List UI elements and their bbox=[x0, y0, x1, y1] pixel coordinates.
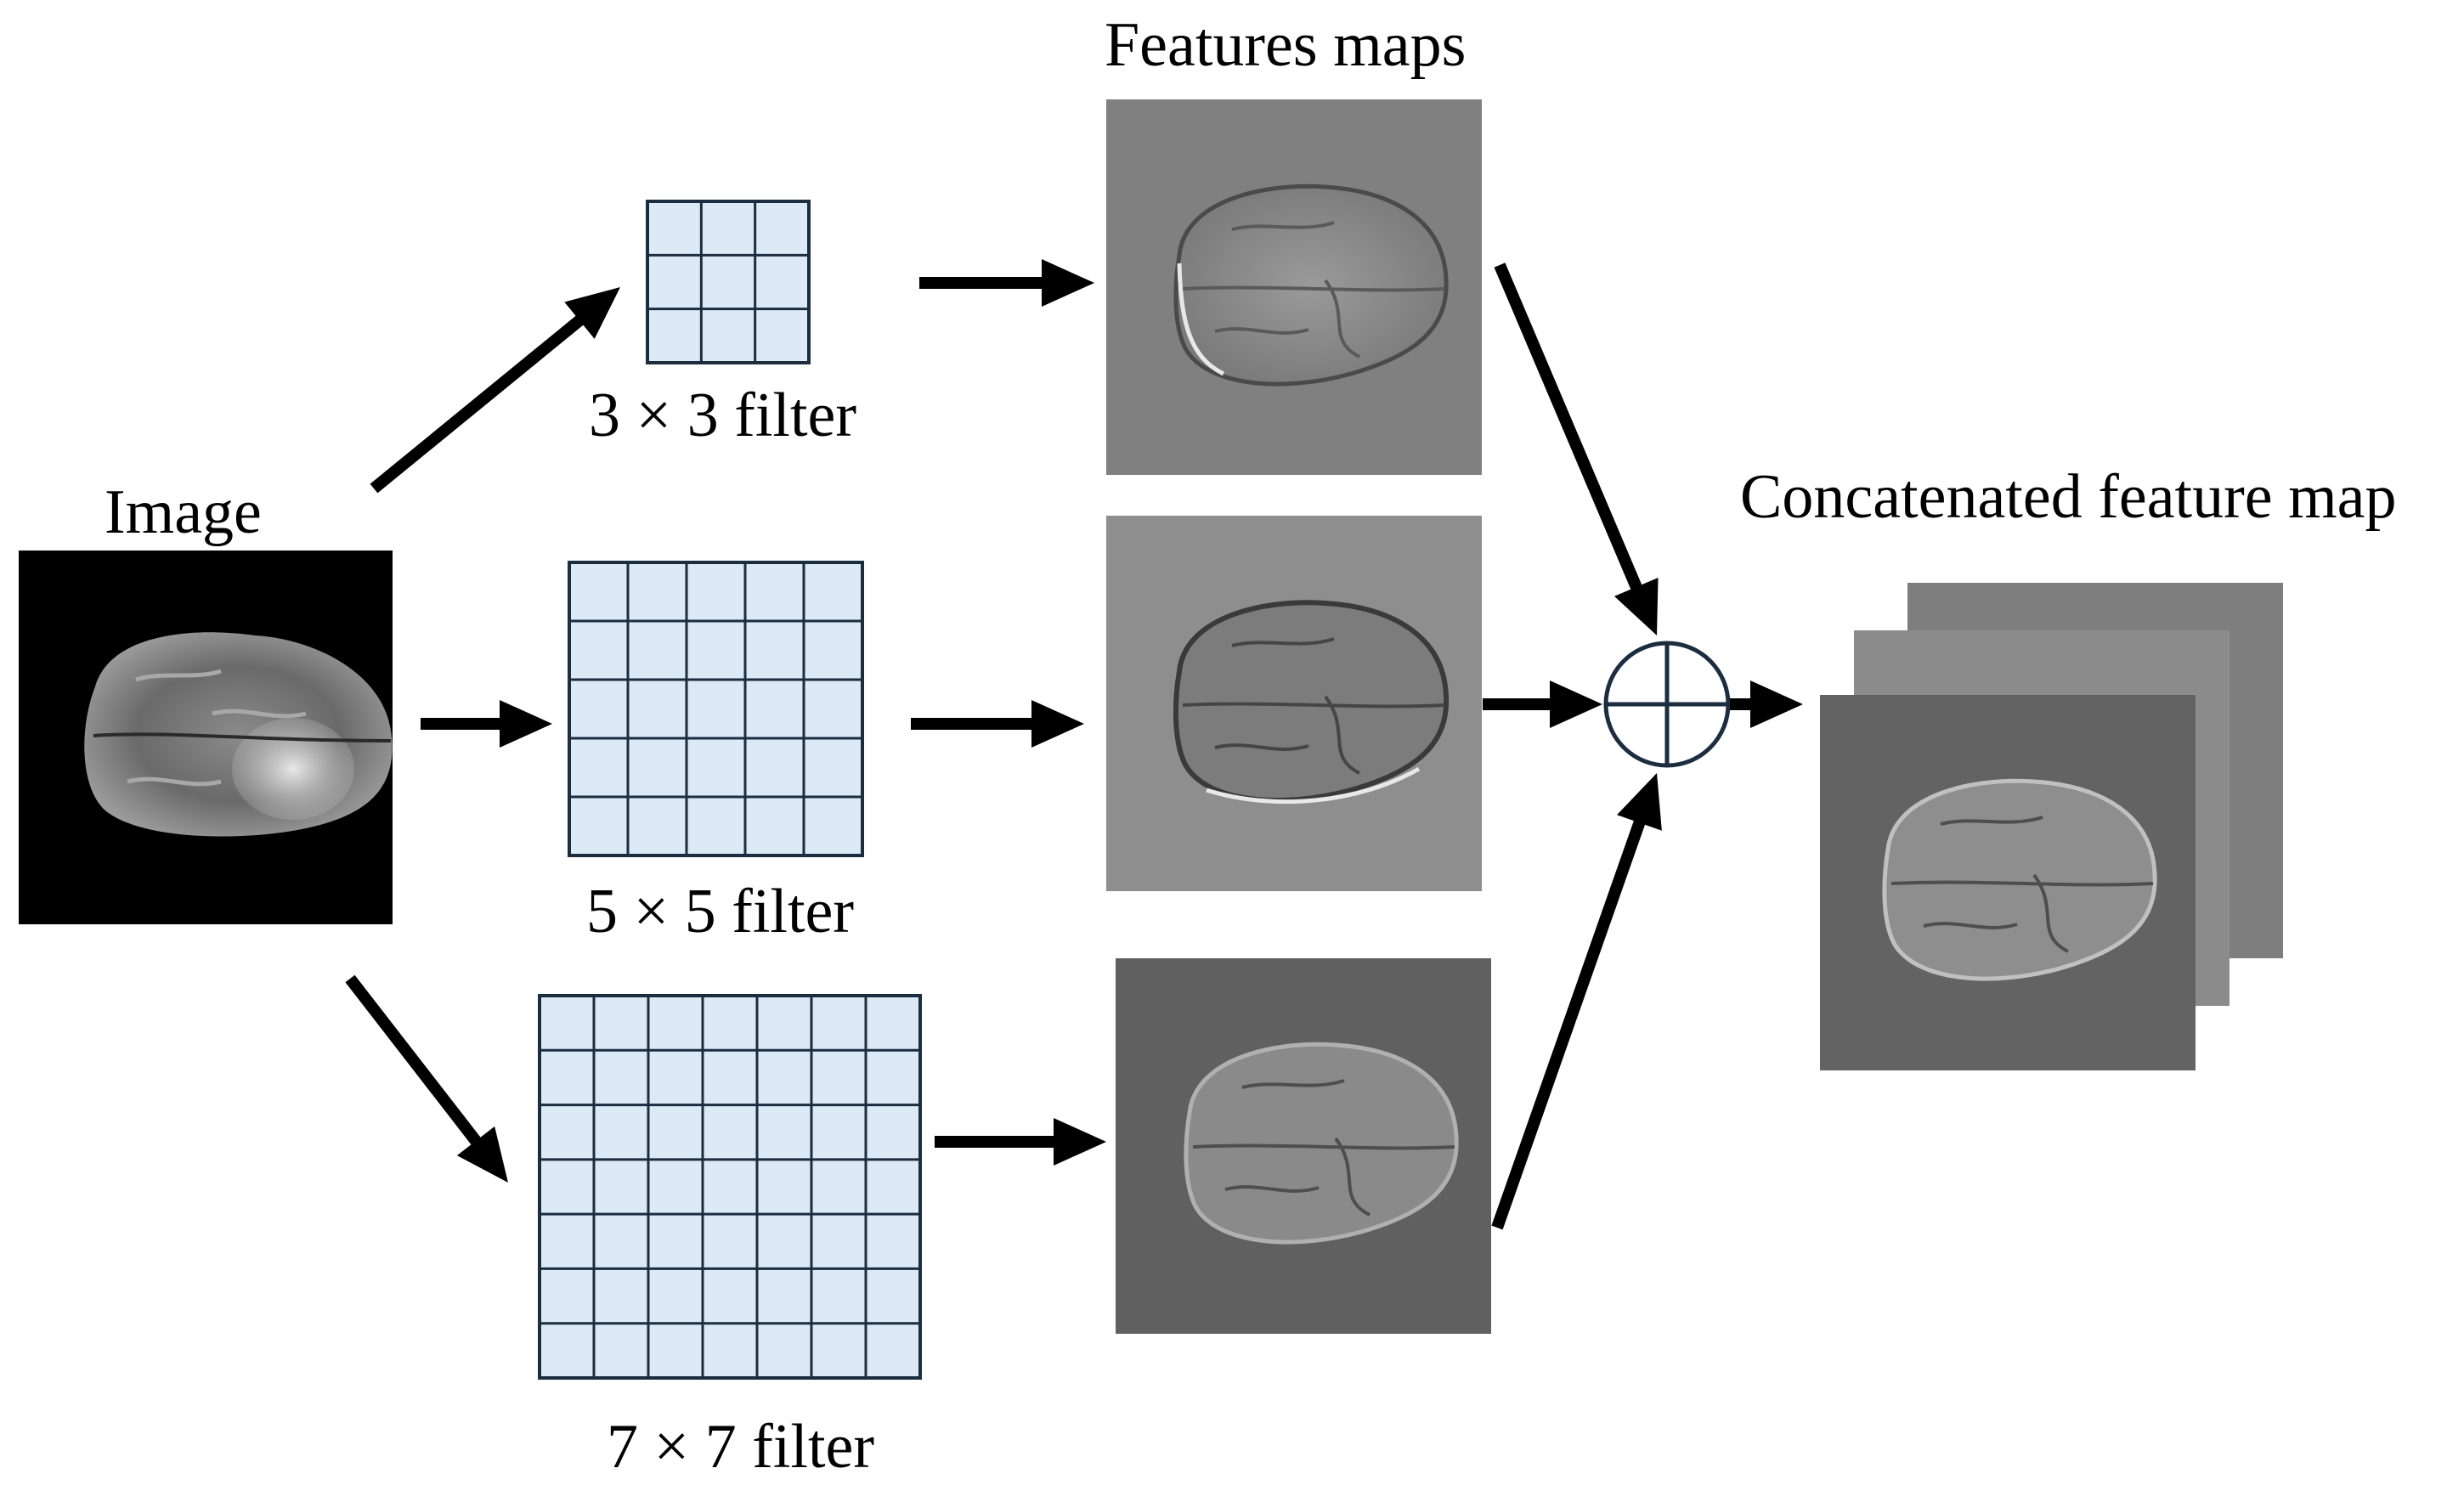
arrow-image-to-3x3 bbox=[370, 287, 620, 494]
arrow-image-to-5x5 bbox=[421, 700, 552, 748]
arrow-5x5-to-map2 bbox=[911, 700, 1084, 748]
concatenated-label: Concatenated feature map bbox=[1740, 462, 2397, 532]
features-maps-label: Features maps bbox=[1105, 10, 1467, 80]
arrow-map1-to-combine-shaft bbox=[1494, 263, 1643, 593]
arrow-map1-to-combine-head bbox=[1614, 577, 1659, 635]
arrow-3x3-to-map1 bbox=[919, 259, 1094, 307]
filter-7x7 bbox=[538, 994, 922, 1380]
arrow-map3-to-combine-head bbox=[1617, 773, 1662, 831]
filter-3x3-frame bbox=[646, 200, 811, 364]
filter-5x5 bbox=[568, 561, 864, 857]
arrow-3x3-to-map1-head bbox=[1042, 259, 1094, 307]
arrow-image-to-3x3-shaft bbox=[370, 313, 586, 494]
filter-5x5-frame bbox=[568, 561, 864, 857]
filter-3x3 bbox=[646, 200, 811, 364]
arrow-image-to-7x7 bbox=[345, 974, 508, 1183]
feature-map-2 bbox=[1106, 516, 1482, 891]
arrows bbox=[345, 259, 1803, 1230]
arrow-combine-to-stack-head bbox=[1750, 680, 1803, 728]
arrow-5x5-to-map2-head bbox=[1031, 700, 1084, 748]
arrow-image-to-5x5-head bbox=[500, 700, 552, 748]
arrow-image-to-7x7-shaft bbox=[345, 974, 483, 1148]
arrow-image-to-3x3-head bbox=[564, 287, 620, 339]
tumor-region bbox=[232, 718, 354, 820]
input-image bbox=[19, 551, 393, 924]
concatenated-stack bbox=[1820, 583, 2283, 1070]
arrow-map3-to-combine-shaft bbox=[1491, 817, 1647, 1230]
image-label: Image bbox=[105, 477, 262, 547]
arrow-map2-to-combine bbox=[1483, 680, 1602, 728]
feature-map-1 bbox=[1106, 99, 1482, 475]
filter-5x5-label: 5 × 5 filter bbox=[586, 877, 855, 946]
arrow-image-to-7x7-head bbox=[456, 1126, 508, 1183]
filter-7x7-frame bbox=[538, 994, 922, 1380]
arrow-7x7-to-map3-head bbox=[1054, 1118, 1106, 1166]
feature-map-3 bbox=[1116, 958, 1491, 1334]
arrow-7x7-to-map3 bbox=[935, 1118, 1106, 1166]
circled-plus-icon bbox=[1603, 641, 1731, 768]
arrow-combine-to-stack bbox=[1730, 680, 1803, 728]
arrow-map1-to-combine bbox=[1494, 263, 1659, 635]
filter-3x3-label: 3 × 3 filter bbox=[589, 381, 857, 450]
arrow-map2-to-combine-head bbox=[1550, 680, 1602, 728]
arrow-map3-to-combine bbox=[1491, 773, 1662, 1230]
filter-7x7-label: 7 × 7 filter bbox=[607, 1412, 875, 1482]
